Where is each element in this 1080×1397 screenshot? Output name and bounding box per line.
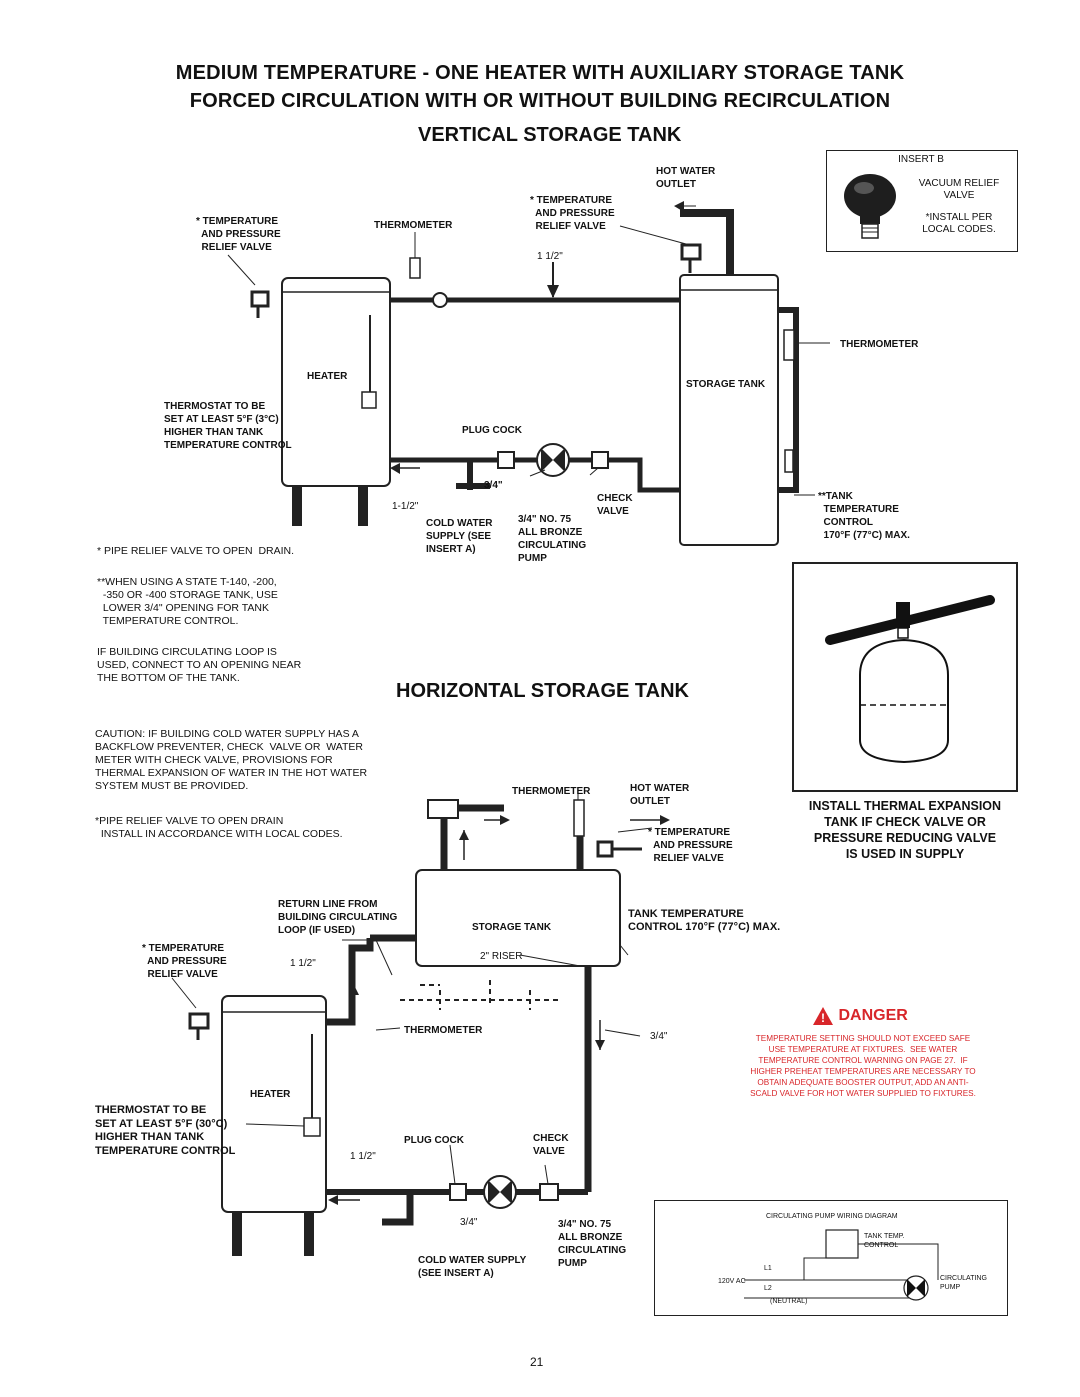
vertical-plug-cock <box>497 451 515 469</box>
note-building-loop: IF BUILDING CIRCULATING LOOP IS USED, CO… <box>97 646 302 684</box>
vertical-thermometer-top-label: THERMOMETER <box>374 220 453 231</box>
horizontal-plug-cock <box>449 1183 467 1201</box>
heater-body <box>281 277 391 487</box>
horizontal-hot-water-outlet-label: HOT WATER OUTLET <box>630 783 690 807</box>
warning-triangle-icon: ! <box>813 1007 833 1025</box>
horizontal-section-title: HORIZONTAL STORAGE TANK <box>396 680 689 703</box>
wiring-tank-temp-label: TANK TEMP. CONTROL <box>864 1233 905 1249</box>
recirc-riser <box>778 307 799 493</box>
horizontal-plug-cock-label: PLUG COCK <box>404 1135 464 1146</box>
vertical-one-half-label: 1-1/2" <box>392 501 419 512</box>
relief-valve-left <box>250 290 270 318</box>
horizontal-pipe-size-low-label: 1 1/2" <box>350 1151 376 1162</box>
page-number: 21 <box>530 1355 544 1369</box>
horizontal-storage-tank <box>415 869 621 967</box>
horizontal-pipe-size-label: 1 1/2" <box>290 958 316 969</box>
horizontal-cold-water-label: COLD WATER SUPPLY (SEE INSERT A) <box>418 1255 527 1279</box>
horizontal-heater <box>221 995 327 1213</box>
note-pipe-relief: * PIPE RELIEF VALVE TO OPEN DRAIN. <box>97 545 295 557</box>
horizontal-relief-valve-right <box>596 840 642 858</box>
horizontal-relief-left-label: * TEMPERATURE AND PRESSURE RELIEF VALVE <box>142 943 227 980</box>
expansion-tank-illustration <box>825 595 995 764</box>
wiring-title: CIRCULATING PUMP WIRING DIAGRAM <box>766 1213 898 1220</box>
insert-b-title: INSERT B <box>898 154 944 165</box>
insert-b-box <box>826 150 1018 252</box>
vertical-heater-label: HEATER <box>307 371 348 382</box>
dashed-riser <box>400 980 560 1010</box>
expansion-tank-box <box>792 562 1018 792</box>
horizontal-relief-valve-left <box>188 1012 210 1040</box>
vacuum-relief-valve-icon <box>844 174 896 239</box>
vertical-diagram <box>227 201 830 546</box>
page-title-line2: FORCED CIRCULATION WITH OR WITHOUT BUILD… <box>189 90 891 112</box>
horizontal-three-quarter-label: 3/4" <box>460 1217 478 1228</box>
horizontal-thermostat-label: THERMOSTAT TO BE SET AT LEAST 5°F (30°C)… <box>95 1104 236 1157</box>
horizontal-thermometer-top-label: THERMOMETER <box>512 786 591 797</box>
wiring-pump-label: CIRCULATING PUMP <box>940 1275 987 1291</box>
note-state-tank: **WHEN USING A STATE T-140, -200, -350 O… <box>97 576 278 627</box>
horizontal-check-valve-label: CHECK VALVE <box>533 1133 569 1157</box>
vertical-hot-water-outlet-label: HOT WATER OUTLET <box>656 166 716 190</box>
danger-text: TEMPERATURE SETTING SHOULD NOT EXCEED SA… <box>750 1034 976 1098</box>
wiring-diagram <box>744 1229 939 1301</box>
insert-b-vacuum-label: VACUUM RELIEF VALVE <box>918 178 1000 201</box>
vertical-check-valve <box>591 451 609 469</box>
wiring-voltage-label: 120V AC <box>718 1278 746 1285</box>
danger-heading: ! DANGER <box>812 1006 908 1026</box>
horizontal-check-valve <box>539 1183 559 1201</box>
note-pipe-relief-2: *PIPE RELIEF VALVE TO OPEN DRAIN INSTALL… <box>95 815 343 840</box>
vertical-storage-tank-label: STORAGE TANK <box>686 379 766 390</box>
vertical-check-valve-label: CHECK VALVE <box>597 493 633 517</box>
vertical-pipe-size-label: 1 1/2" <box>537 251 563 262</box>
vertical-relief-left-label: * TEMPERATURE AND PRESSURE RELIEF VALVE <box>196 216 281 253</box>
vertical-thermometer-right-label: THERMOMETER <box>840 339 919 350</box>
expansion-tank-instruction: INSTALL THERMAL EXPANSION TANK IF CHECK … <box>808 799 1002 861</box>
vertical-pump-label: 3/4" NO. 75 ALL BRONZE CIRCULATING PUMP <box>518 514 587 564</box>
vertical-relief-right-label: * TEMPERATURE AND PRESSURE RELIEF VALVE <box>530 195 615 232</box>
wiring-diagram-box <box>654 1200 1008 1316</box>
horizontal-heater-label: HEATER <box>250 1089 291 1100</box>
svg-text:!: ! <box>821 1011 825 1025</box>
wiring-l1-label: L1 <box>764 1265 772 1272</box>
wiring-l2-label: L2 <box>764 1285 772 1292</box>
horizontal-storage-tank-label: STORAGE TANK <box>472 922 552 933</box>
vertical-three-quarter-label: 3/4" <box>484 480 503 491</box>
page-title-line1: MEDIUM TEMPERATURE - ONE HEATER WITH AUX… <box>175 62 905 84</box>
vertical-cold-water-label: COLD WATER SUPPLY (SEE INSERT A) <box>426 518 493 555</box>
horizontal-return-line-label: RETURN LINE FROM BUILDING CIRCULATING LO… <box>278 899 398 936</box>
danger-heading-text: DANGER <box>838 1007 908 1025</box>
vertical-section-title: VERTICAL STORAGE TANK <box>418 124 682 146</box>
vertical-thermostat-label: THERMOSTAT TO BE SET AT LEAST 5°F (3°C) … <box>164 401 292 451</box>
note-caution: CAUTION: IF BUILDING COLD WATER SUPPLY H… <box>95 728 368 792</box>
horizontal-title-text: HORIZONTAL STORAGE TANK <box>396 680 689 702</box>
vertical-plug-cock-label: PLUG COCK <box>462 425 522 436</box>
vertical-tank-temp-label: **TANK TEMPERATURE CONTROL 170°F (77°C) … <box>818 491 910 541</box>
horizontal-supply-pipe <box>326 938 374 1026</box>
horizontal-pump-label: 3/4" NO. 75 ALL BRONZE CIRCULATING PUMP <box>558 1219 627 1269</box>
hot-water-outlet-pipe <box>680 209 734 275</box>
horizontal-relief-right-label: * TEMPERATURE AND PRESSURE RELIEF VALVE <box>648 827 733 864</box>
horizontal-tank-temp-label: TANK TEMPERATURE CONTROL 170°F (77°C) MA… <box>628 908 781 933</box>
wiring-neutral-label: (NEUTRAL) <box>770 1298 808 1305</box>
insert-b-install-label: *INSTALL PER LOCAL CODES. <box>922 212 996 235</box>
heater-thermostat <box>361 391 377 409</box>
horizontal-riser-label: 2" RISER <box>480 951 523 962</box>
horizontal-three-quarter-right-label: 3/4" <box>650 1031 668 1042</box>
horizontal-thermometer-low-label: THERMOMETER <box>404 1025 483 1036</box>
relief-valve-right <box>680 243 702 273</box>
